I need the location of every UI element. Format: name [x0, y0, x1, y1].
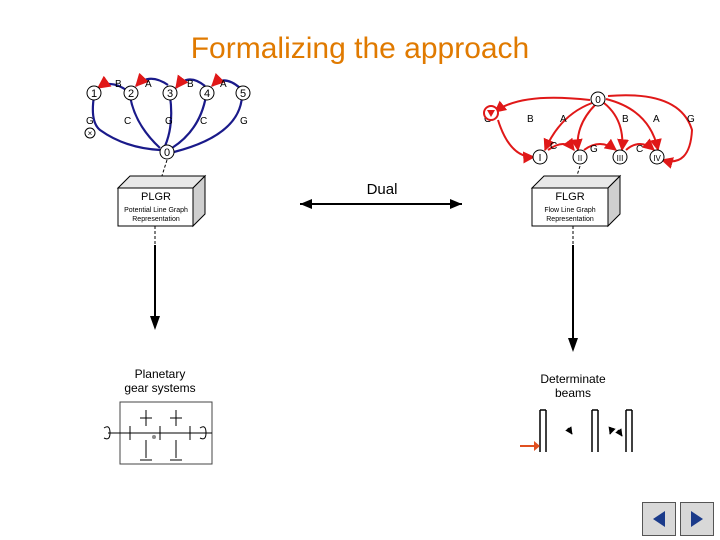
right-edge [570, 103, 597, 152]
dual-arrowhead-right [450, 199, 462, 209]
right-edge [494, 96, 591, 113]
right-caption-line1: Determinate [540, 372, 606, 386]
svg-text:I: I [539, 153, 542, 164]
dual-arrowhead-left [300, 199, 312, 209]
right-edge [607, 94, 694, 169]
left-edge [128, 95, 161, 149]
svg-text:5: 5 [240, 88, 246, 100]
plgr-subtitle-2: Representation [132, 216, 180, 223]
left-node: 0 [159, 144, 175, 160]
dual-label: Dual [367, 181, 398, 198]
plgr-subtitle-1: Potential Line Graph [124, 207, 188, 214]
left-down-arrowhead [150, 316, 160, 330]
right-edge-label: C [636, 144, 643, 155]
right-edge-label: B [622, 114, 629, 125]
right-connector [574, 165, 581, 183]
svg-text:4: 4 [204, 88, 210, 100]
left-edge [173, 95, 244, 154]
left-edge [175, 74, 206, 90]
right-ground-node [483, 105, 499, 121]
right-edge-label: G [590, 144, 598, 155]
right-edge-label: C [550, 141, 557, 152]
svg-text:II: II [578, 154, 582, 163]
left-edge [163, 95, 173, 147]
flgr-title: FLGR [555, 191, 584, 203]
left-edge [171, 95, 208, 149]
left-edge-label: B [115, 79, 122, 90]
svg-text:3: 3 [167, 88, 173, 100]
left-node: 5 [235, 85, 251, 101]
left-node: 4 [199, 85, 215, 101]
right-edge [543, 102, 593, 152]
right-edge [497, 119, 536, 164]
right-edge [625, 138, 655, 151]
left-edge-label: A [145, 79, 152, 90]
right-edge-label: B [527, 114, 534, 125]
left-edge-label: C [200, 116, 207, 127]
plgr-title: PLGR [141, 191, 171, 203]
flgr-subtitle-1: Flow Line Graph [544, 207, 595, 214]
right-node: 0 [590, 91, 606, 107]
determinate-beams-sketch [539, 409, 633, 452]
left-edge-label: B [187, 79, 194, 90]
svg-text:×: × [88, 129, 93, 138]
left-node: × [84, 127, 96, 139]
left-node: 3 [162, 85, 178, 101]
planetary-gear-sketch [103, 401, 213, 465]
left-edge-label: G [165, 116, 173, 127]
right-edge [583, 138, 617, 151]
right-edge-label: A [653, 114, 660, 125]
svg-text:III: III [617, 154, 624, 163]
right-edge [605, 98, 662, 152]
svg-text:IV: IV [653, 154, 661, 163]
plgr-box: PLGR Potential Line Graph Representation [116, 174, 207, 228]
right-node: I [532, 149, 548, 165]
slide-title: Formalizing the approach [190, 32, 530, 65]
left-node: 1 [86, 85, 102, 101]
right-edge-label: G [687, 114, 695, 125]
flgr-subtitle-2: Representation [546, 216, 594, 223]
left-graph: B A B A G C G C G 1 2 3 4 5 0 × [84, 72, 251, 160]
beam-force-arrowhead [534, 441, 540, 451]
right-down-arrowhead [568, 338, 578, 352]
right-graph: G B A B A G C G C 0 I II III IV [483, 91, 695, 169]
left-node: 2 [123, 85, 139, 101]
left-edge [91, 95, 161, 152]
right-edge-label: A [560, 114, 567, 125]
left-connector [159, 159, 168, 183]
right-edge [547, 137, 575, 151]
left-edge [211, 72, 241, 89]
left-caption-line1: Planetary [135, 367, 186, 381]
left-edge-label: G [86, 116, 94, 127]
right-caption-line2: beams [555, 386, 591, 400]
play-back-icon [653, 511, 665, 527]
prev-slide-button[interactable] [642, 502, 676, 536]
next-slide-button[interactable] [680, 502, 714, 536]
svg-text:1: 1 [91, 88, 97, 100]
left-edge [135, 72, 169, 87]
flgr-box: FLGR Flow Line Graph Representation [530, 174, 622, 228]
svg-text:0: 0 [595, 95, 601, 106]
right-node: IV [649, 149, 665, 165]
play-forward-icon [691, 511, 703, 527]
svg-text:0: 0 [164, 147, 170, 159]
right-node: III [612, 149, 628, 165]
left-edge-label: A [220, 79, 227, 90]
svg-text:2: 2 [128, 88, 134, 100]
left-caption-line2: gear systems [124, 381, 195, 395]
right-node: II [572, 149, 588, 165]
left-edge-label: G [240, 116, 248, 127]
left-edge-label: C [124, 116, 131, 127]
right-edge [603, 102, 630, 152]
